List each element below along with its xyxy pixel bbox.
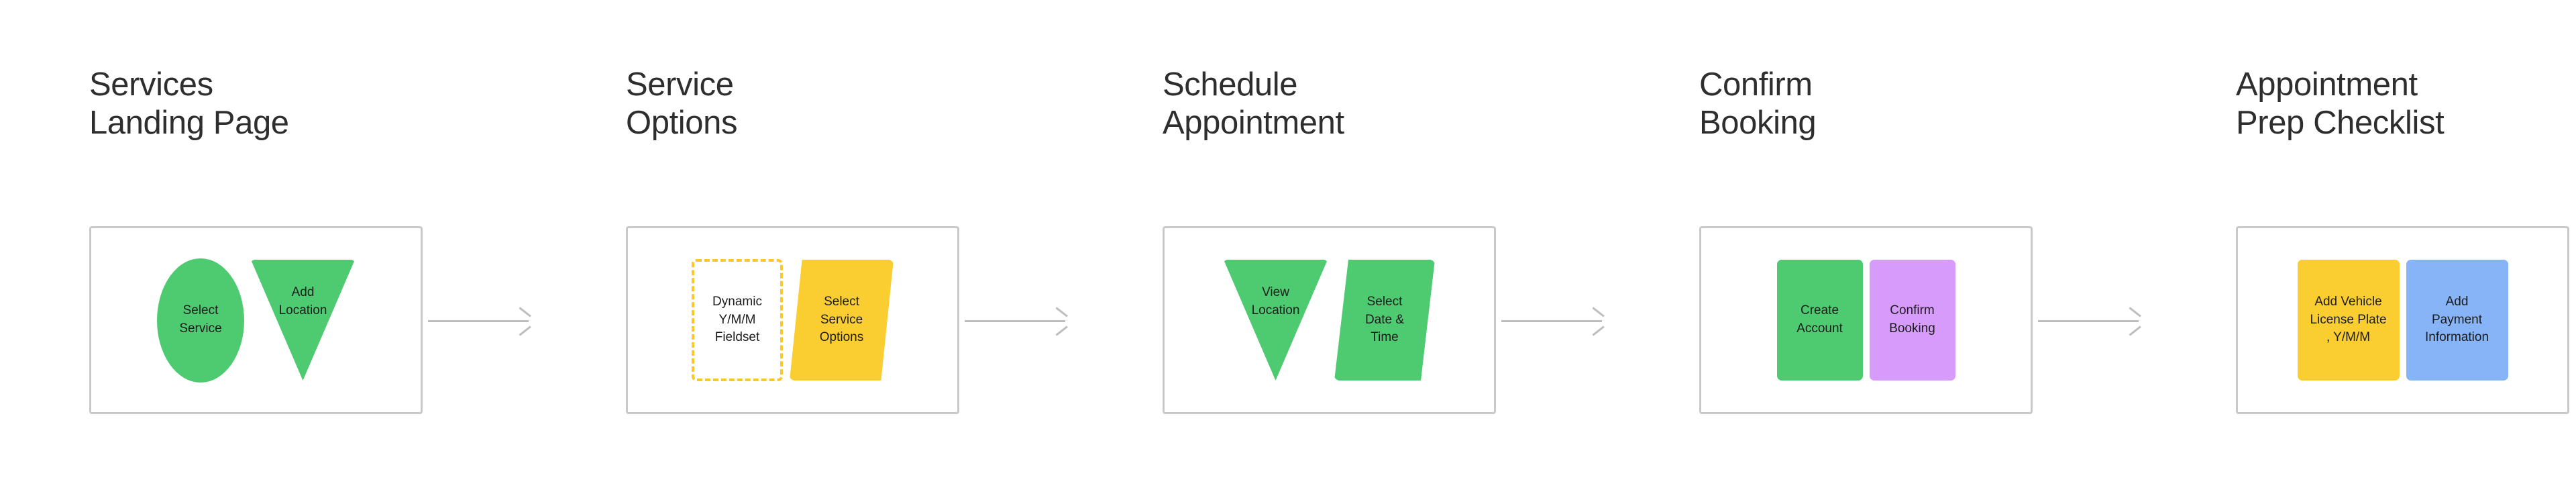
stage-title: Services Landing Page	[89, 66, 289, 141]
flow-node-shape	[790, 260, 894, 381]
flow-node[interactable]: Confirm Booking	[1869, 260, 1955, 381]
arrow-right-icon	[2127, 311, 2140, 331]
connector-line	[2038, 320, 2139, 322]
flow-node-shape	[251, 260, 355, 381]
stage-connector	[1496, 0, 1610, 504]
flow-node[interactable]: Add Vehicle License Plate , Y/M/M	[2297, 260, 2400, 381]
stage-panel: Select Service Add Location	[89, 226, 423, 414]
flow-node-label: Select Service	[179, 303, 222, 336]
flow-node[interactable]: Create Account	[1776, 260, 1863, 381]
arrow-right-icon	[517, 311, 530, 331]
flow-node-label: Add Location	[278, 285, 327, 317]
stage-panel: Dynamic Y/M/M Fieldset Select Service Opt…	[626, 226, 959, 414]
flow-node[interactable]: Add Payment Information	[2406, 260, 2508, 381]
arrow-right-icon	[1053, 311, 1067, 331]
flow-node-shape	[2406, 260, 2508, 381]
flow-node-shape	[157, 258, 244, 383]
flow-node-label: Confirm Booking	[1889, 303, 1935, 336]
flow-node-label: Select Service Options	[819, 294, 864, 345]
stage-title: Appointment Prep Checklist	[2236, 66, 2445, 141]
flow-node-shape	[1776, 260, 1863, 381]
connector-line	[1501, 320, 1602, 322]
flow-node-label: Select Date & Time	[1364, 294, 1405, 345]
flow-node-label: Add Vehicle License Plate , Y/M/M	[2310, 294, 2387, 345]
flow-node-label: View Location	[1251, 285, 1300, 317]
stage-title: Confirm Booking	[1699, 66, 1817, 141]
stage-connector	[423, 0, 537, 504]
stage-connector	[2033, 0, 2147, 504]
flow-node-shape	[2297, 260, 2400, 381]
flow-node[interactable]: Select Service	[157, 258, 244, 383]
flow-node-label: Add Payment Information	[2424, 294, 2489, 345]
flow-node[interactable]: Dynamic Y/M/M Fieldset	[692, 259, 783, 381]
flow-node-shape	[1869, 260, 1955, 381]
flow-node-shape	[1224, 260, 1328, 381]
flow-node[interactable]: Add Location	[251, 260, 355, 381]
stage-connector	[959, 0, 1073, 504]
arrow-right-icon	[1590, 311, 1603, 331]
stage-title: Schedule Appointment	[1163, 66, 1344, 141]
flow-node-label: Create Account	[1796, 303, 1843, 336]
stage-panel: View Location Select Date & Time	[1163, 226, 1496, 414]
flow-node[interactable]: Select Date & Time	[1334, 260, 1435, 381]
flow-node[interactable]: Select Service Options	[790, 260, 894, 381]
stage-panel: Create Account Confirm Booking	[1699, 226, 2033, 414]
stage-title: Service Options	[626, 66, 738, 141]
connector-line	[428, 320, 529, 322]
flow-node-shape	[1334, 260, 1435, 381]
stage-panel: Add Vehicle License Plate , Y/M/M Add Pay…	[2236, 226, 2569, 414]
flow-node-label: Dynamic Y/M/M Fieldset	[712, 294, 762, 345]
connector-line	[965, 320, 1065, 322]
flow-node[interactable]: View Location	[1224, 260, 1328, 381]
